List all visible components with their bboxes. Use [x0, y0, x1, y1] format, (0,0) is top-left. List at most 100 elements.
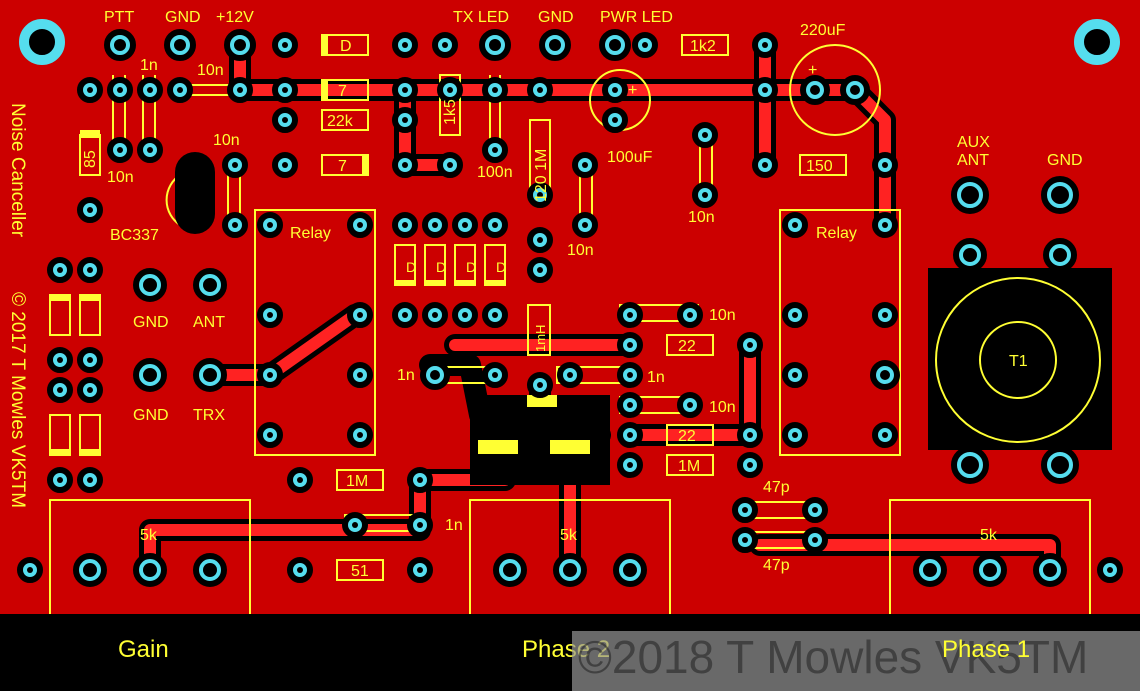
r-85: 85: [82, 150, 99, 168]
pcb-pad-hole: [1043, 563, 1057, 577]
label-pwr-led: PWR LED: [600, 9, 673, 26]
pcb-pad-hole: [87, 267, 93, 273]
pcb-pad-hole: [430, 370, 440, 380]
pcb-pad-hole: [417, 567, 423, 573]
pcb-pad-hole: [267, 432, 273, 438]
pcb-pad-hole: [442, 42, 448, 48]
phase1-label: Phase 1: [942, 636, 1031, 663]
pcb-pad-hole: [402, 162, 408, 168]
diode-d4: D: [496, 259, 506, 275]
pcb-pad-hole: [462, 312, 468, 318]
pcb-pad-hole: [27, 567, 33, 573]
pcb-pad-hole: [762, 87, 768, 93]
label-1n-b: 1n: [397, 367, 415, 384]
r-120-1m: 120 1M: [533, 149, 550, 202]
watermark-text: ©2018 T Mowles VK5TM: [578, 631, 1089, 683]
pcb-pad-hole: [357, 372, 363, 378]
diode-d3: D: [466, 259, 476, 275]
r-51: 51: [351, 563, 369, 580]
r-7-b: 7: [338, 158, 347, 175]
label-220uf: 220uF: [800, 22, 846, 39]
pcb-pad-hole: [117, 147, 123, 153]
pcb-pad-hole: [203, 368, 217, 382]
pcb-pad-hole: [402, 117, 408, 123]
pcb-pad-hole: [582, 162, 588, 168]
pcb-pad-hole: [492, 222, 498, 228]
label-5k-phase2: 5k: [560, 527, 578, 544]
pcb-pad-hole: [882, 162, 888, 168]
pcb-pad-hole: [503, 563, 517, 577]
pcb-pad-hole: [402, 312, 408, 318]
pcb-pad-hole: [87, 87, 93, 93]
pcb-pad-hole: [297, 567, 303, 573]
pcb-pad-hole: [402, 42, 408, 48]
pcb-pad-hole: [961, 456, 979, 474]
pcb-pad-hole: [492, 147, 498, 153]
pcb-pad-hole: [1051, 456, 1069, 474]
pcb-pad-hole: [489, 39, 501, 51]
pcb-pad-hole: [702, 192, 708, 198]
pcb-pad-hole: [57, 387, 63, 393]
pcb-pad-hole: [983, 563, 997, 577]
pcb-pad-hole: [742, 507, 748, 513]
pcb-pad-hole: [87, 387, 93, 393]
pcb-pad-hole: [147, 87, 153, 93]
pcb-pad-hole: [492, 372, 498, 378]
pcb-pad-hole: [627, 432, 633, 438]
pcb-pad-hole: [447, 87, 453, 93]
label-1n-c: 1n: [647, 369, 665, 386]
pcb-pad-hole: [357, 432, 363, 438]
pcb-pad-hole: [612, 117, 618, 123]
r-1m-b: 1M: [346, 473, 368, 490]
pcb-pad-hole: [961, 186, 979, 204]
pcb-pad-hole: [282, 162, 288, 168]
label-5k-gain: 5k: [140, 527, 158, 544]
pcb-pad-hole: [627, 372, 633, 378]
pcb-pad-hole: [57, 477, 63, 483]
label-tx-led: TX LED: [453, 9, 509, 26]
label-gnd-top2: GND: [538, 9, 574, 26]
pcb-pad-hole: [792, 372, 798, 378]
pcb-pad-hole: [642, 42, 648, 48]
label-1n-a: 1n: [140, 57, 158, 74]
label-aux-ant: ANT: [957, 152, 989, 169]
pcb-pad-hole: [687, 402, 693, 408]
pcb-pad-hole: [402, 87, 408, 93]
label-ptt: PTT: [104, 9, 134, 26]
watermark-panel: [572, 631, 1140, 691]
board-title: Noise Canceller: [7, 103, 28, 238]
pcb-pad-hole: [1053, 248, 1067, 262]
pcb-pad-hole: [762, 162, 768, 168]
pcb-pad-hole: [762, 42, 768, 48]
r-22-b: 22: [678, 428, 696, 445]
pcb-pad-hole: [537, 382, 543, 388]
pcb-pad-hole: [417, 477, 423, 483]
pcb-pad-hole: [812, 537, 818, 543]
label-100uf: 100uF: [607, 149, 653, 166]
pcb-pad-hole: [612, 87, 618, 93]
r-7-a: 7: [338, 83, 347, 100]
pcb-pad-hole: [57, 267, 63, 273]
pcb-pad-hole: [537, 267, 543, 273]
pcb-pad-hole: [267, 222, 273, 228]
pcb-pad-hole: [747, 462, 753, 468]
inductor-1mh: 1mH: [533, 325, 548, 352]
pcb-pad-hole: [432, 312, 438, 318]
pcb-pad-hole: [87, 357, 93, 363]
label-10n-e: 10n: [567, 242, 594, 259]
diode-d1: D: [406, 259, 416, 275]
pcb-pad-hole: [792, 222, 798, 228]
pcb-pad-hole: [792, 432, 798, 438]
r-22k: 22k: [327, 113, 354, 130]
pcb-pad-hole: [232, 162, 238, 168]
pcb-pad-hole: [447, 162, 453, 168]
diode-d2: D: [436, 259, 446, 275]
label-10n-b: 10n: [107, 169, 134, 186]
pcb-pad-hole: [147, 147, 153, 153]
pcb-pad-hole: [203, 278, 217, 292]
pcb-pad-hole: [563, 563, 577, 577]
pcb-pad-hole: [234, 39, 246, 51]
pcb-pad-hole: [282, 42, 288, 48]
pcb-pad-hole: [882, 312, 888, 318]
gain-label: Gain: [118, 636, 169, 663]
